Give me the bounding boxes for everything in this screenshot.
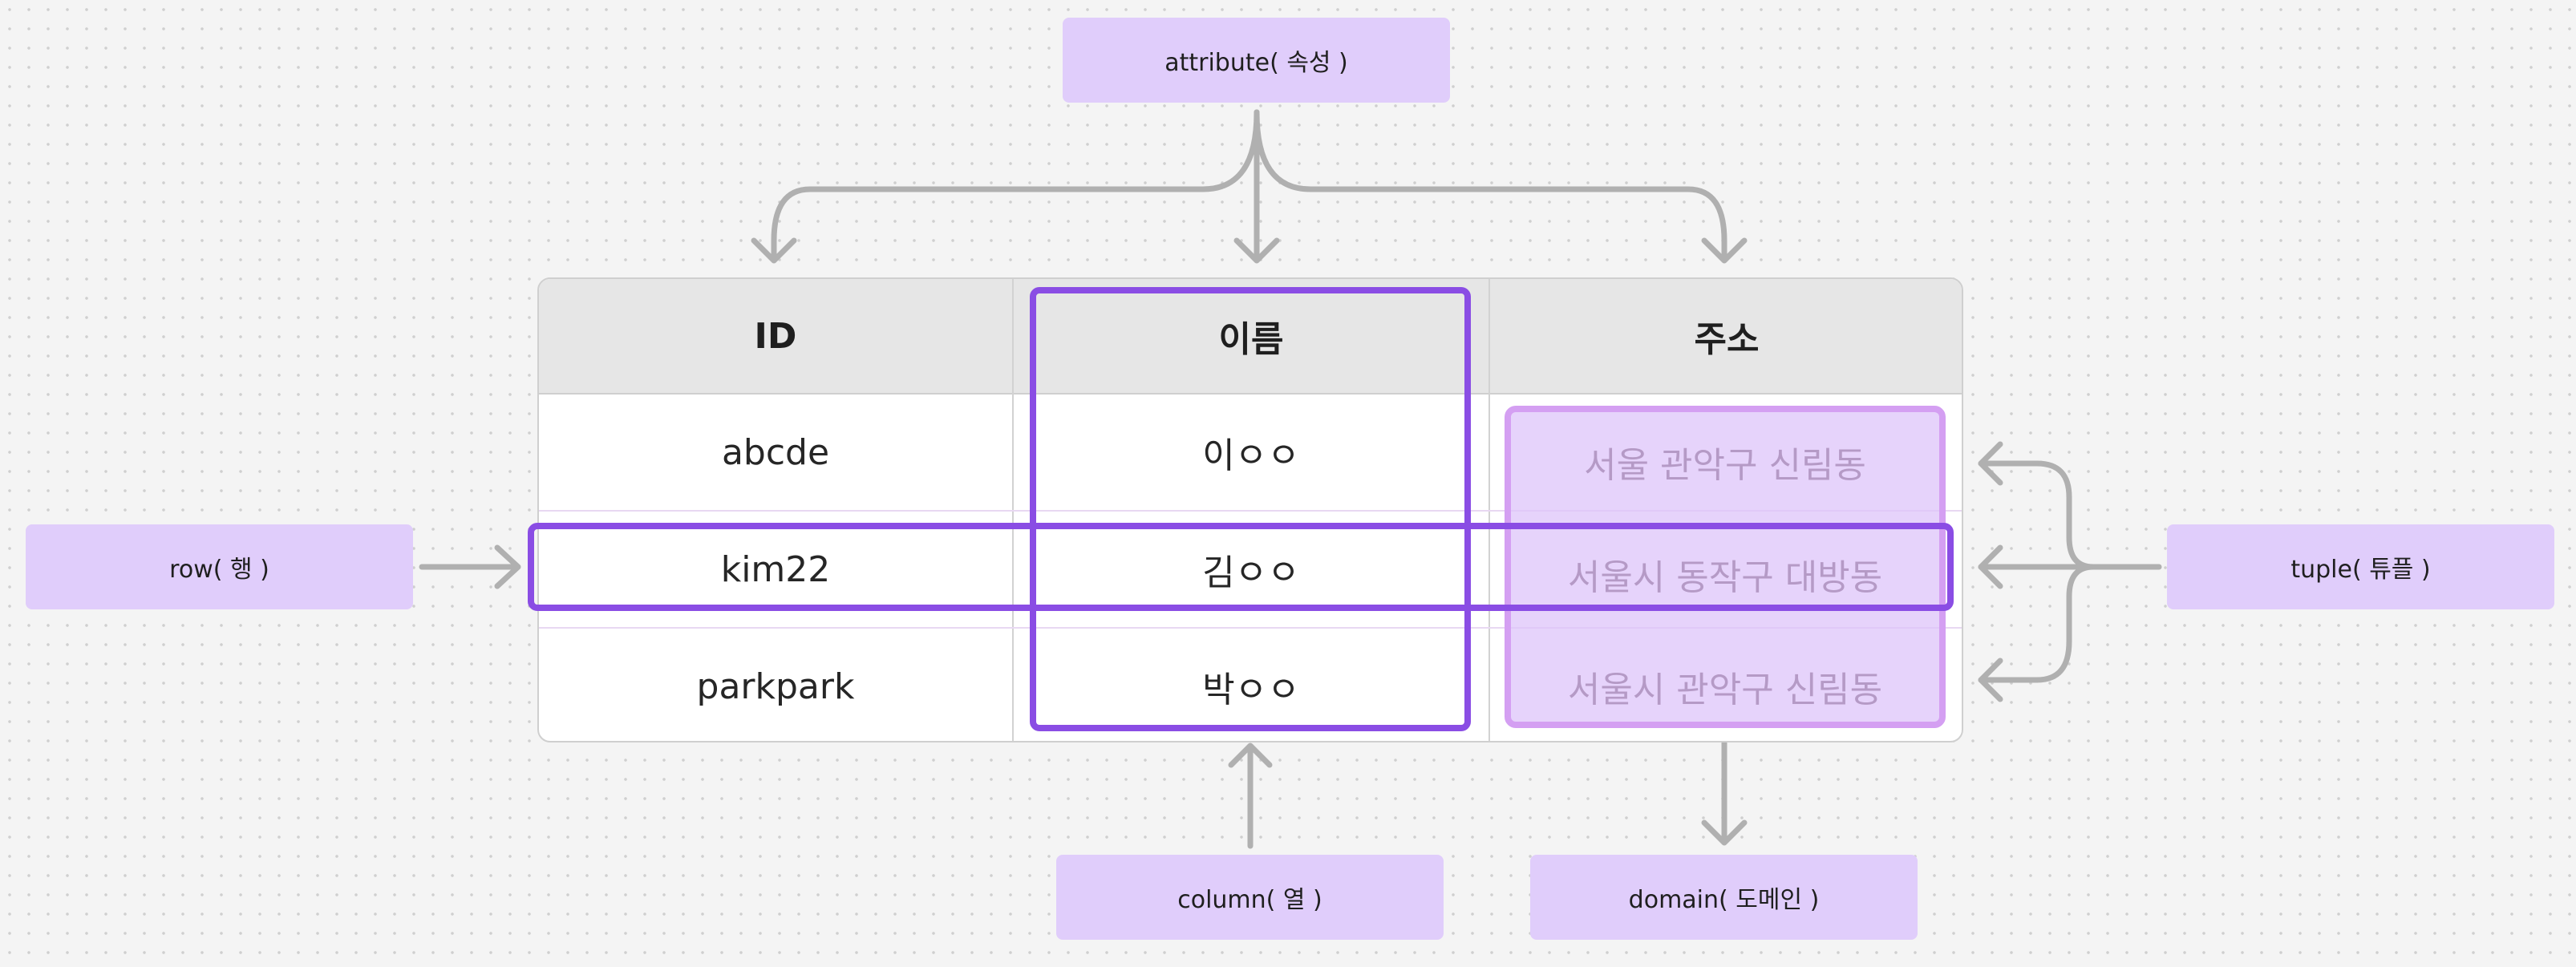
column-label: column( 열 ) xyxy=(1056,855,1444,940)
tuple-label: tuple( 튜플 ) xyxy=(2167,524,2554,609)
domain-highlight: 서울 관악구 신림동 서울시 동작구 대방동 서울시 관악구 신림동 xyxy=(1505,406,1946,728)
cell-id: kim22 xyxy=(720,548,831,590)
column-highlight xyxy=(1030,287,1471,731)
tuple-label-text: tuple( 튜플 ) xyxy=(2290,556,2431,584)
row-divider xyxy=(539,510,1962,512)
cell-id: parkpark xyxy=(696,666,855,707)
cell-name: 이ㅇㅇ xyxy=(1202,435,1300,476)
domain-label: domain( 도메인 ) xyxy=(1530,855,1918,940)
cell-address: 서울시 동작구 대방동 xyxy=(1567,557,1883,598)
header-address: 주소 xyxy=(1694,319,1760,360)
cell-name: 박ㅇㅇ xyxy=(1202,670,1300,710)
cell-address: 서울 관악구 신림동 xyxy=(1584,445,1866,486)
domain-label-text: domain( 도메인 ) xyxy=(1628,886,1820,914)
header-name: 이름 xyxy=(1218,319,1284,360)
row-divider xyxy=(539,627,1962,629)
header-id: ID xyxy=(754,315,797,357)
table-header-row xyxy=(539,279,1962,394)
column-label-text: column( 열 ) xyxy=(1177,886,1322,914)
cell-id: abcde xyxy=(721,431,830,473)
row-label: row( 행 ) xyxy=(26,524,413,609)
attribute-label-text: attribute( 속성 ) xyxy=(1164,49,1348,77)
cell-address: 서울시 관악구 신림동 xyxy=(1567,670,1883,710)
attribute-label: attribute( 속성 ) xyxy=(1063,18,1450,103)
row-highlight xyxy=(528,523,1954,611)
cell-name: 김ㅇㅇ xyxy=(1202,552,1300,593)
row-label-text: row( 행 ) xyxy=(169,556,269,584)
